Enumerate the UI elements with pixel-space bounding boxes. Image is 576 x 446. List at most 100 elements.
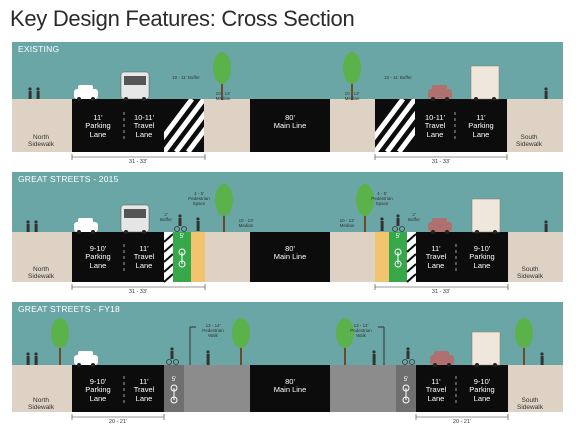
car-icon bbox=[428, 218, 452, 234]
lane-type: Parking bbox=[469, 385, 495, 395]
lane-width: 11' bbox=[139, 244, 149, 253]
truck-icon bbox=[471, 331, 501, 367]
main-line bbox=[250, 99, 330, 152]
lane-word: Lane bbox=[427, 260, 445, 270]
lane-word: Lane bbox=[426, 129, 444, 139]
gsfy18-scene bbox=[12, 302, 563, 430]
panel-great-streets-2015: GREAT STREETS - 2015 North Sidewalk 9-10… bbox=[12, 172, 563, 300]
lane-word: Lane bbox=[473, 260, 491, 270]
pedestrian-icon bbox=[28, 87, 40, 99]
main-line-label: 80'Main Line bbox=[250, 377, 330, 395]
parking-lane-south bbox=[455, 99, 507, 152]
cyclist-icon bbox=[402, 347, 415, 365]
lane-width: 11' bbox=[431, 377, 441, 386]
pedestrian-icon bbox=[380, 217, 384, 231]
dimension-label: 20 - 21' bbox=[452, 419, 472, 425]
buffer-hatch-north bbox=[164, 99, 204, 152]
lane-word: Lane bbox=[89, 129, 107, 139]
main-name: Main Line bbox=[273, 121, 307, 131]
lane-width: 10-11' bbox=[424, 113, 446, 122]
dimension-label: 20 - 21' bbox=[108, 419, 128, 425]
lane-word: Lane bbox=[135, 393, 153, 403]
lane-type: Travel bbox=[424, 121, 446, 131]
pedestrian-walk-label: 13 - 14' Pedestrian Walk bbox=[202, 323, 224, 338]
lane-width: 9-10' bbox=[473, 244, 491, 253]
lane-type: Travel bbox=[425, 252, 447, 262]
bike-lane-width: 5' bbox=[395, 234, 401, 240]
buffer-label: 2' Buffer bbox=[160, 212, 172, 222]
lane-word: Lane bbox=[473, 393, 491, 403]
pedestrian-space-label: 4 - 5' Pedestrian Space bbox=[188, 191, 210, 206]
panel-header: GREAT STREETS - 2015 bbox=[18, 174, 119, 184]
lane-width: 9-10' bbox=[473, 377, 491, 386]
tree-icon bbox=[515, 318, 533, 365]
lane-width: 11' bbox=[139, 377, 149, 386]
lane-width: 11' bbox=[431, 244, 441, 253]
buffer-label: 10 - 11' Buffer bbox=[384, 75, 412, 80]
lane-word: Lane bbox=[135, 260, 153, 270]
sidewalk-label: North Sidewalk bbox=[27, 134, 54, 149]
bike-icon bbox=[394, 248, 402, 268]
lane-type: Parking bbox=[85, 121, 111, 131]
car-icon bbox=[74, 85, 98, 101]
lane-type: Travel bbox=[133, 385, 155, 395]
cyclist-icon bbox=[166, 347, 179, 365]
main-name: Main Line bbox=[273, 385, 307, 395]
dimension-label: 31 - 33' bbox=[128, 289, 148, 295]
pedestrian-icon bbox=[26, 352, 544, 365]
lane-word: Lane bbox=[89, 260, 107, 270]
existing-scene bbox=[12, 42, 563, 170]
sidewalk-label: South Sidewalk bbox=[516, 397, 543, 412]
travel-lane-north bbox=[124, 99, 164, 152]
bus-icon bbox=[120, 71, 150, 101]
bus-icon bbox=[120, 204, 150, 234]
sidewalk-label: North Sidewalk bbox=[27, 266, 54, 281]
tree-icon bbox=[232, 318, 250, 365]
gs2015-scene bbox=[12, 172, 563, 300]
streetlight-icon bbox=[378, 326, 385, 365]
streetlight-icon bbox=[189, 326, 196, 365]
tree-icon bbox=[356, 184, 374, 232]
bike-lane-width: 5' bbox=[179, 234, 185, 240]
lane-width: 11' bbox=[476, 113, 486, 122]
truck-icon bbox=[471, 198, 501, 234]
tree-icon bbox=[336, 318, 354, 365]
page-title: Key Design Features: Cross Section bbox=[10, 6, 355, 31]
panel-great-streets-fy18: GREAT STREETS - FY18 North Sidewalk 9-10… bbox=[12, 302, 563, 430]
travel-lane-south bbox=[415, 99, 455, 152]
median-label: 10 - 13' Median bbox=[215, 91, 231, 101]
parking-lane-north bbox=[72, 99, 124, 152]
main-width: 80' bbox=[285, 377, 295, 386]
main-line-label: 80'Main Line bbox=[250, 244, 330, 262]
lane-width: 10-11' bbox=[133, 113, 155, 122]
lane-type: Parking bbox=[469, 252, 495, 262]
lane-type: Parking bbox=[85, 252, 111, 262]
buffer-label: 2' Buffer bbox=[408, 212, 420, 222]
lane-width: 11' bbox=[93, 113, 103, 122]
dimension-label: 31 - 33' bbox=[431, 289, 451, 295]
lane-word: Lane bbox=[427, 393, 445, 403]
car-icon bbox=[430, 351, 454, 367]
car-icon bbox=[74, 218, 98, 234]
pedestrian-space-label: 4 - 5' Pedestrian Space bbox=[371, 191, 393, 206]
pedestrian-space-south bbox=[375, 232, 389, 282]
lane-type: Parking bbox=[85, 385, 111, 395]
median-label: 10 - 13' Median bbox=[339, 218, 355, 228]
tree-icon bbox=[343, 52, 361, 100]
pedestrian-icon bbox=[544, 220, 548, 232]
median-label: 10 - 13' Median bbox=[344, 91, 360, 101]
tree-icon bbox=[51, 318, 69, 365]
pedestrian-space-north bbox=[191, 232, 205, 282]
lane-type: Travel bbox=[133, 252, 155, 262]
dimension-label: 31 - 33' bbox=[128, 159, 148, 165]
main-line-label: 80'Main Line bbox=[250, 113, 330, 131]
